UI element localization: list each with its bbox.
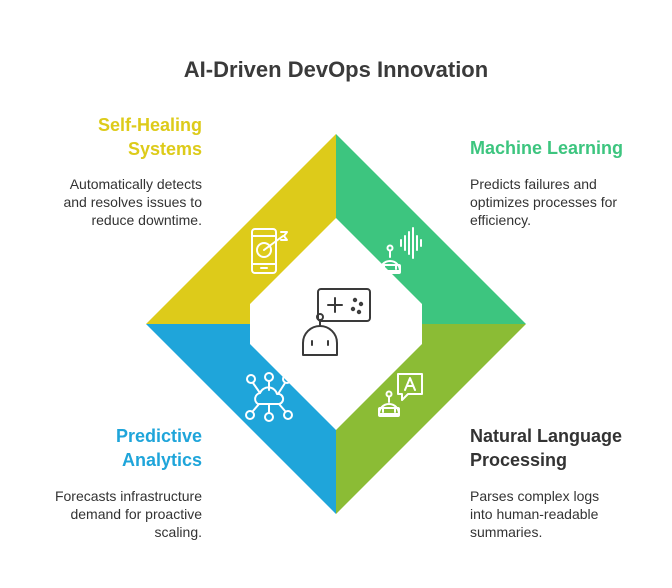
quadrant-self-healing: [146, 134, 336, 324]
heading-line: Processing: [470, 450, 568, 470]
desc-predictive-analytics: Forecasts infrastructure demand for proa…: [20, 487, 202, 541]
desc-self-healing: Automatically detects and resolves issue…: [20, 175, 202, 229]
heading-predictive-analytics: Predictive Analytics: [20, 424, 202, 472]
quadrant-machine-learning: [336, 134, 526, 324]
desc-line: into human-readable: [470, 506, 599, 522]
heading-self-healing: Self-Healing Systems: [20, 113, 202, 161]
desc-line: scaling.: [154, 524, 202, 540]
desc-line: demand for proactive: [70, 506, 202, 522]
heading-machine-learning: Machine Learning: [470, 136, 665, 160]
cloud-network-icon: [245, 372, 293, 422]
phone-target-icon: [251, 228, 288, 274]
desc-line: optimizes processes for: [470, 194, 618, 210]
desc-line: and resolves issues to: [63, 194, 202, 210]
heading-line: Natural Language: [470, 426, 623, 446]
heading-nlp: Natural Language Processing: [470, 424, 665, 472]
heading-line: Analytics: [121, 450, 202, 470]
quadrant-predictive-analytics: [146, 324, 336, 514]
heading-line: Self-Healing: [97, 115, 202, 135]
heading-line: Predictive: [115, 426, 202, 446]
robot-speech-icon: [378, 373, 423, 417]
heading-line: Machine Learning: [470, 138, 624, 158]
desc-line: Predicts failures and: [470, 176, 597, 192]
robot-gamepad-icon: [302, 288, 371, 356]
robot-soundwave-icon: [379, 227, 422, 274]
desc-nlp: Parses complex logs into human-readable …: [470, 487, 665, 541]
desc-line: Forecasts infrastructure: [54, 488, 202, 504]
desc-line: reduce downtime.: [91, 212, 202, 228]
desc-line: efficiency.: [470, 212, 531, 228]
page-title: AI-Driven DevOps Innovation: [183, 57, 489, 82]
heading-line: Systems: [127, 139, 202, 159]
desc-line: Automatically detects: [69, 176, 202, 192]
desc-line: summaries.: [470, 524, 543, 540]
desc-line: Parses complex logs: [470, 488, 600, 504]
quadrant-nlp: [336, 324, 526, 514]
desc-machine-learning: Predicts failures and optimizes processe…: [470, 175, 665, 229]
